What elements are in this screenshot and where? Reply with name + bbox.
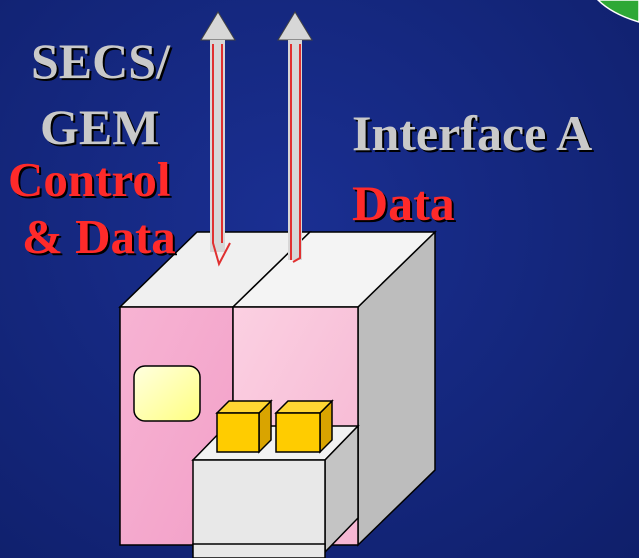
chip-right-front <box>275 412 321 453</box>
stage-base <box>192 543 326 558</box>
interface-a-label: Interface A <box>352 105 593 161</box>
control-data-label-line2: & Data <box>22 209 176 264</box>
control-data-label-line1: Control <box>8 152 171 207</box>
secs-gem-label-line2: GEM <box>40 99 160 155</box>
secs-gem-arrow <box>200 11 236 267</box>
secs-gem-label-line1: SECS/ <box>31 33 170 89</box>
interface-a-arrow <box>277 11 313 263</box>
corner-badge <box>596 0 639 23</box>
interface-a-data-label: Data <box>352 175 455 231</box>
stage-front <box>192 459 326 553</box>
display-window <box>133 365 201 422</box>
chip-left-front <box>216 412 260 453</box>
